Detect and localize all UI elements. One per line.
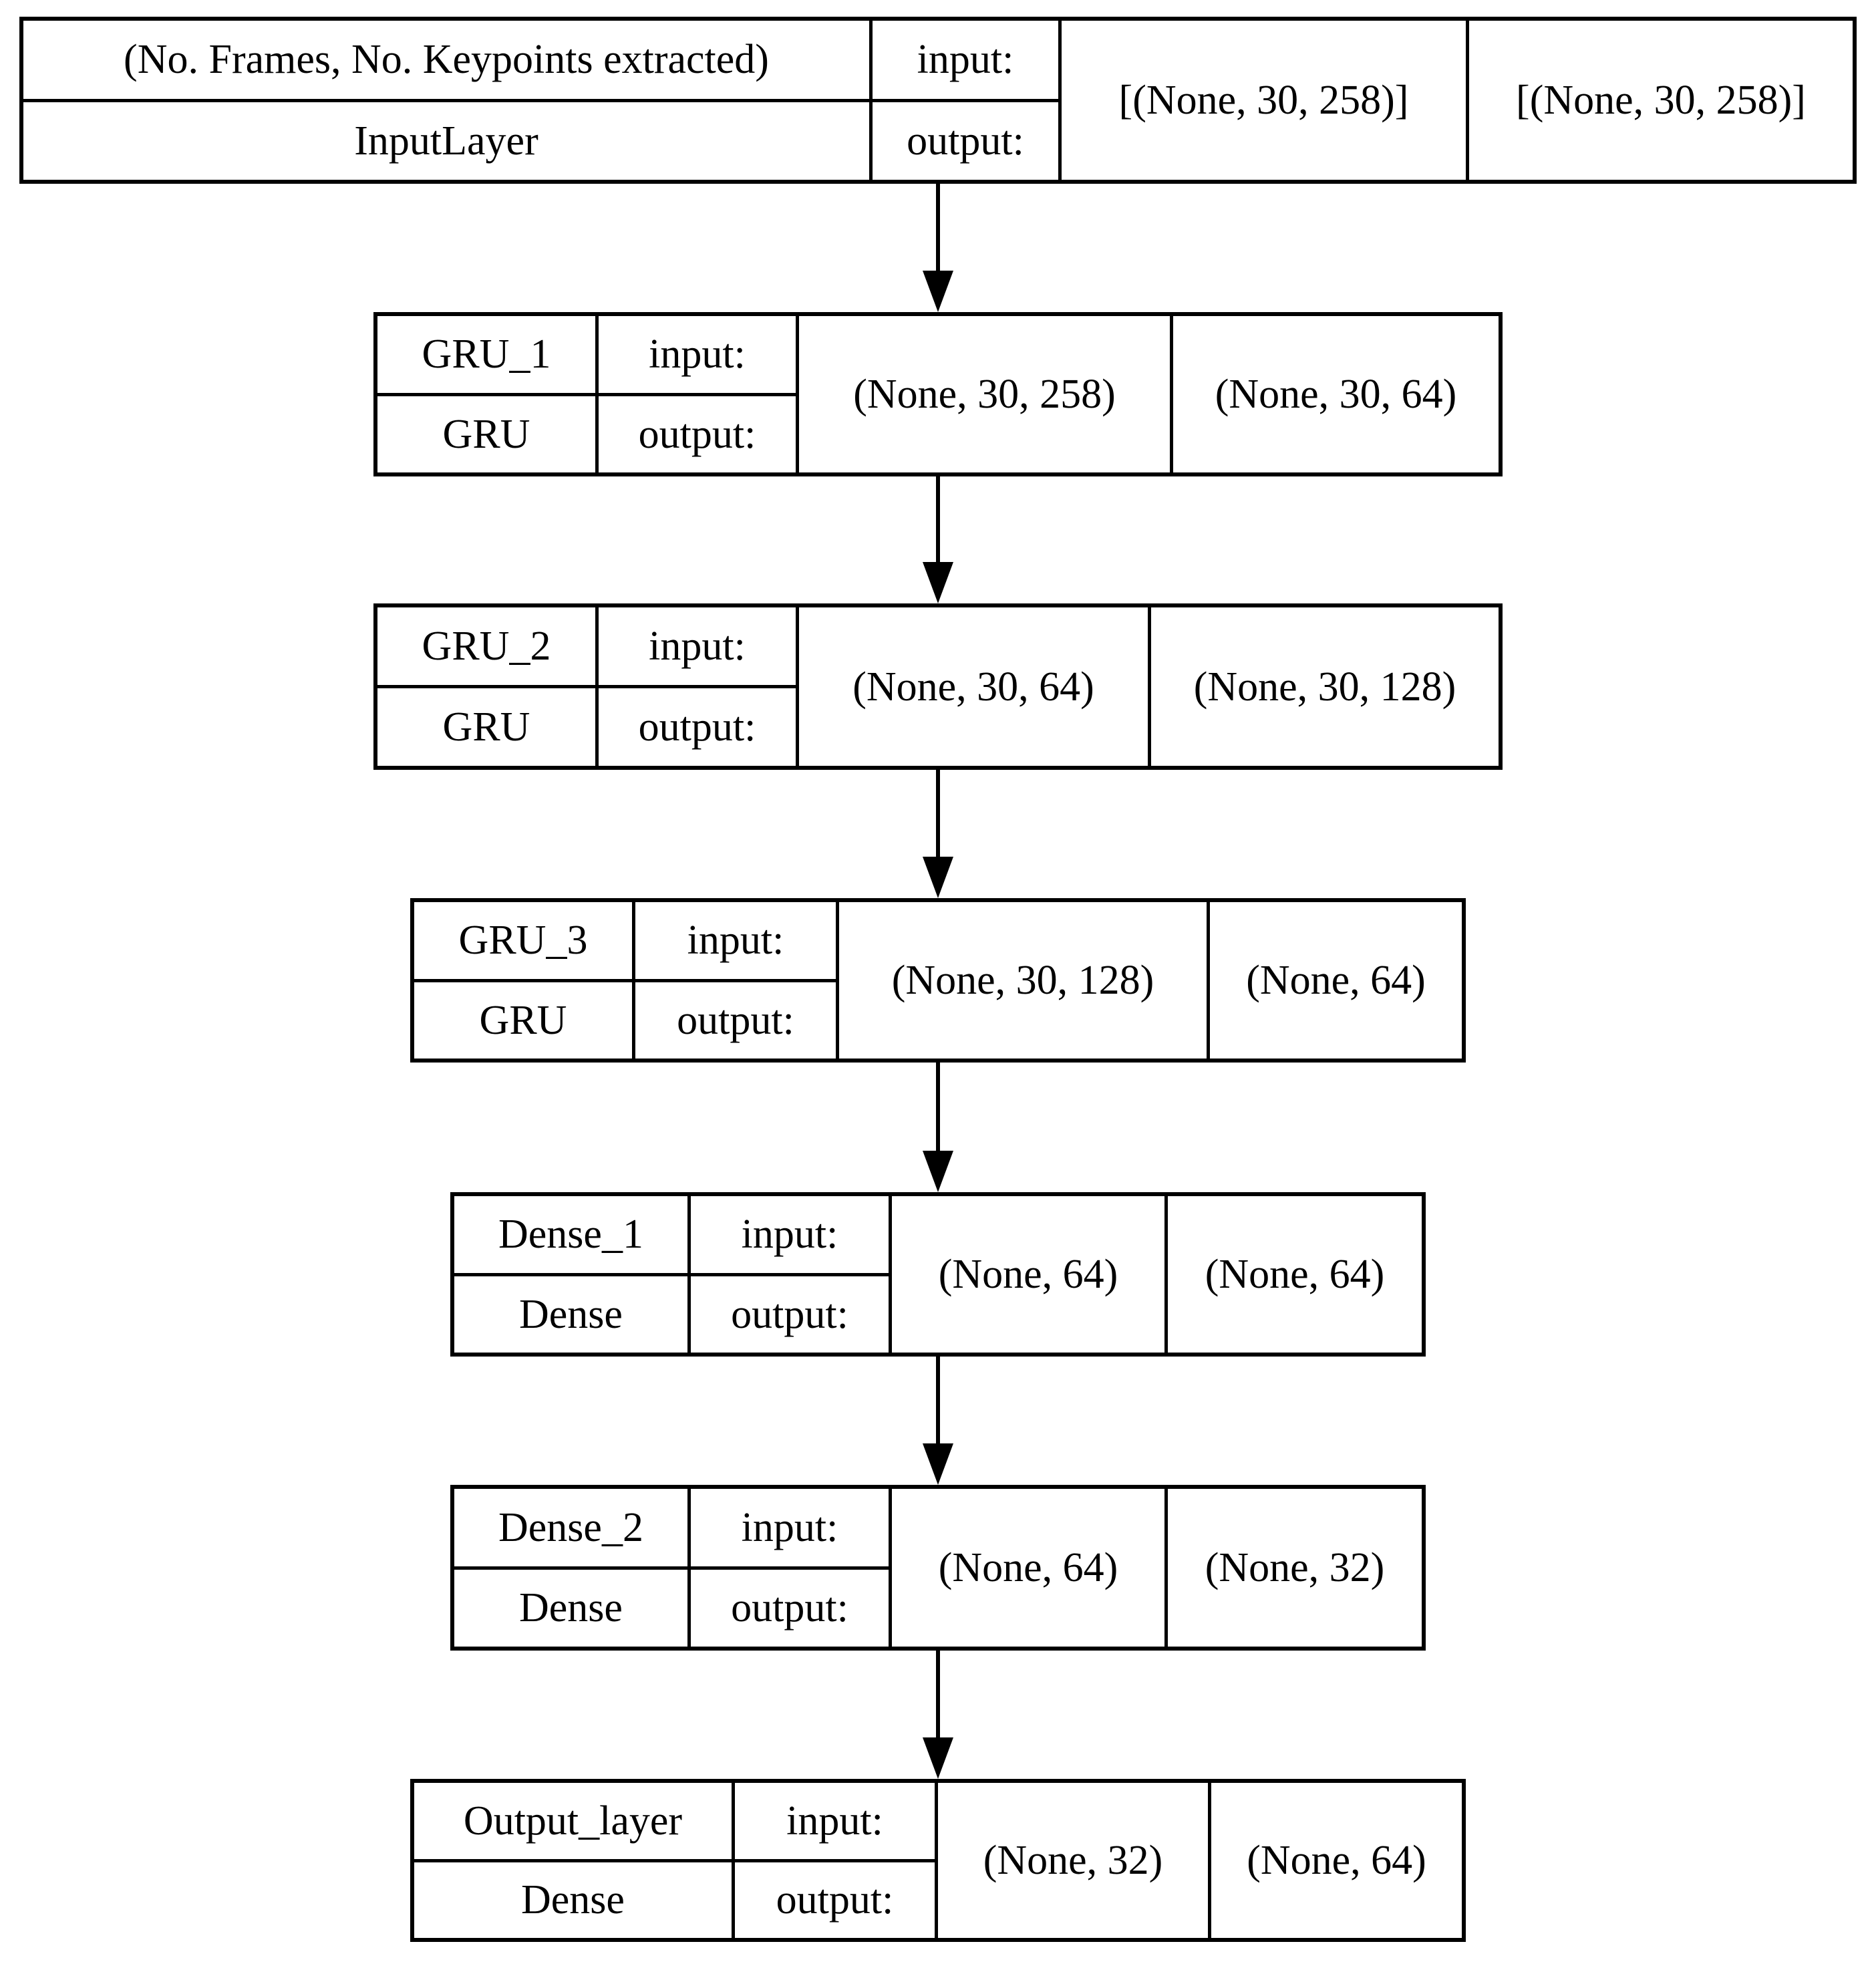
arrow-down-icon [923, 1063, 953, 1192]
output-shape: (None, 64) [1205, 1252, 1385, 1297]
io-label-column: input: output: [691, 1196, 892, 1353]
arrow-down-icon [923, 770, 953, 898]
arrow-shaft [936, 1357, 940, 1443]
arrow-down-icon [923, 1357, 953, 1485]
arrow-head [923, 271, 953, 312]
input-label: input: [873, 21, 1058, 102]
layer-type: Dense [521, 1877, 625, 1923]
arrow-head [923, 1737, 953, 1779]
output-label: output: [731, 1585, 848, 1631]
input-shape: (None, 64) [892, 1196, 1168, 1353]
output-shape: (None, 30, 64) [1215, 372, 1457, 417]
layer-type: Dense [519, 1585, 623, 1631]
input-label: input: [691, 1489, 889, 1570]
layer-node-dense-2: Dense_2 Dense input: output: (None, 64) … [450, 1485, 1426, 1651]
output-shape: [(None, 30, 258)] [1516, 78, 1806, 123]
output-shape: (None, 64) [1246, 958, 1426, 1003]
arrow-down-icon [923, 1651, 953, 1779]
layer-node-dense-1: Dense_1 Dense input: output: (None, 64) … [450, 1192, 1426, 1357]
layer-name: Dense_2 [454, 1489, 687, 1570]
arrow-shaft [936, 1063, 940, 1151]
io-label-column: input: output: [599, 607, 799, 766]
arrow-shaft [936, 476, 940, 562]
io-label-column: input: output: [873, 21, 1062, 180]
output-label: output: [638, 704, 756, 750]
arrow-head [923, 1443, 953, 1485]
input-shape: (None, 64) [892, 1489, 1168, 1647]
layer-type: Dense [519, 1291, 623, 1337]
arrow-shaft [936, 770, 940, 857]
input-shape: (None, 30, 64) [799, 607, 1151, 766]
output-label: output: [907, 118, 1024, 164]
input-label: input: [599, 316, 796, 396]
input-shape: (None, 30, 128) [839, 902, 1210, 1059]
layer-name: GRU_1 [377, 316, 595, 396]
layer-type: GRU [442, 704, 530, 750]
layer-name-column: GRU_1 GRU [377, 316, 599, 472]
layer-name-column: Dense_1 Dense [454, 1196, 691, 1353]
output-label: output: [677, 997, 794, 1043]
layer-node-gru-1: GRU_1 GRU input: output: (None, 30, 258)… [373, 312, 1503, 476]
layer-name: Dense_1 [454, 1196, 687, 1276]
input-label: input: [735, 1783, 935, 1862]
input-label: input: [635, 902, 836, 982]
layer-type: InputLayer [354, 118, 538, 164]
layer-node-gru-3: GRU_3 GRU input: output: (None, 30, 128)… [410, 898, 1466, 1063]
layer-type: GRU [442, 411, 530, 457]
arrow-down-icon [923, 476, 953, 603]
input-shape: [(None, 30, 258)] [1062, 21, 1469, 180]
arrow-shaft [936, 1651, 940, 1737]
layer-name: GRU_3 [414, 902, 632, 982]
layer-name: (No. Frames, No. Keypoints extracted) [23, 21, 869, 102]
output-shape: (None, 32) [1205, 1545, 1385, 1590]
arrow-down-icon [923, 184, 953, 312]
layer-name-column: GRU_2 GRU [377, 607, 599, 766]
io-label-column: input: output: [735, 1783, 938, 1938]
layer-name: GRU_2 [377, 607, 595, 688]
input-shape: (None, 30, 258) [799, 316, 1173, 472]
arrow-head [923, 857, 953, 898]
layer-name-column: Dense_2 Dense [454, 1489, 691, 1647]
layer-name-column: (No. Frames, No. Keypoints extracted) In… [23, 21, 873, 180]
layer-name-column: GRU_3 GRU [414, 902, 635, 1059]
output-shape: (None, 30, 128) [1193, 664, 1456, 710]
input-shape: (None, 32) [938, 1783, 1211, 1938]
input-label: input: [599, 607, 796, 688]
io-label-column: input: output: [691, 1489, 892, 1647]
output-label: output: [776, 1877, 894, 1923]
output-label: output: [638, 411, 756, 457]
arrow-head [923, 1151, 953, 1192]
arrow-shaft [936, 184, 940, 271]
io-label-column: input: output: [635, 902, 839, 1059]
output-label: output: [731, 1291, 848, 1337]
layer-type: GRU [479, 997, 567, 1043]
layer-node-gru-2: GRU_2 GRU input: output: (None, 30, 64) … [373, 603, 1503, 770]
input-label: input: [691, 1196, 889, 1276]
layer-name-column: Output_layer Dense [414, 1783, 735, 1938]
layer-name: Output_layer [414, 1783, 732, 1862]
io-label-column: input: output: [599, 316, 799, 472]
layer-node-input: (No. Frames, No. Keypoints extracted) In… [19, 17, 1857, 184]
output-shape: (None, 64) [1247, 1838, 1426, 1883]
arrow-head [923, 562, 953, 603]
layer-node-output: Output_layer Dense input: output: (None,… [410, 1779, 1466, 1942]
